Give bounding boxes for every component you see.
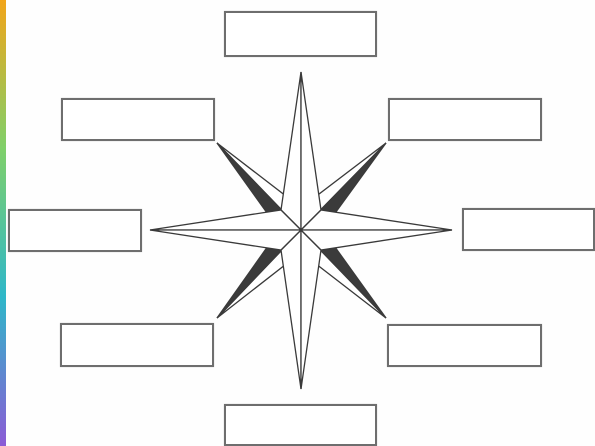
compass-point-e-right — [301, 230, 452, 250]
compass-point-s-right — [301, 230, 321, 389]
label-east — [464, 210, 593, 249]
label-box-north[interactable] — [224, 11, 377, 57]
label-west — [10, 211, 140, 250]
label-box-northwest[interactable] — [61, 98, 215, 141]
label-northwest — [63, 100, 213, 139]
label-northeast — [390, 100, 540, 139]
label-north — [226, 13, 375, 55]
label-box-east[interactable] — [462, 208, 595, 251]
compass-point-w-left — [150, 210, 301, 230]
label-box-southeast[interactable] — [387, 324, 542, 367]
label-southeast — [389, 326, 540, 365]
compass-point-e-left — [301, 210, 452, 230]
compass-point-s-left — [281, 230, 301, 389]
compass-point-n-right — [301, 72, 321, 230]
label-box-southwest[interactable] — [60, 323, 214, 367]
label-box-south[interactable] — [224, 404, 377, 446]
label-south — [226, 406, 375, 444]
compass-point-n-left — [281, 72, 301, 230]
label-box-northeast[interactable] — [388, 98, 542, 141]
label-southwest — [62, 325, 212, 365]
compass-point-w-right — [150, 230, 301, 250]
label-box-west[interactable] — [8, 209, 142, 252]
